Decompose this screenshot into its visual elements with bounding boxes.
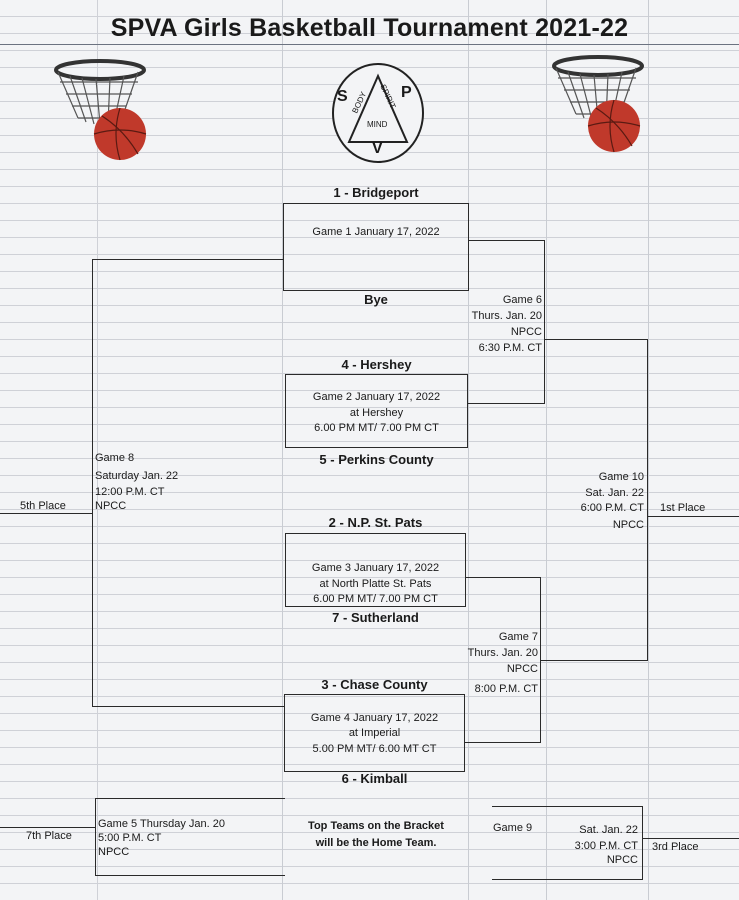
game-3-location: at North Platte St. Pats <box>319 578 432 590</box>
bracket-line <box>95 798 285 799</box>
game-1-box <box>283 203 469 291</box>
game-4-date: Game 4 January 17, 2022 <box>310 712 439 724</box>
bracket-line <box>541 660 648 661</box>
place-line <box>648 516 739 517</box>
game-2-time: 6.00 PM MT/ 7.00 PM CT <box>314 422 439 434</box>
game-10-date: Sat. Jan. 22 <box>585 487 644 499</box>
team-1-bridgeport: 1 - Bridgeport <box>333 185 419 200</box>
bracket-line <box>647 339 648 661</box>
title-underline <box>0 44 739 45</box>
grid-column-line <box>468 0 469 900</box>
game-9-time: 3:00 P.M. CT <box>574 840 638 852</box>
seventh-place-label: 7th Place <box>26 830 72 842</box>
game-10-label: Game 10 <box>598 471 644 483</box>
game-2-box <box>285 374 468 448</box>
game-8-date: Saturday Jan. 22 <box>95 470 179 482</box>
bracket-line <box>642 806 643 880</box>
team-4-hershey: 4 - Hershey <box>341 357 412 372</box>
game-4-time: 5.00 PM MT/ 6.00 MT CT <box>312 743 437 755</box>
game-4-box <box>284 694 465 772</box>
basketball-hoop-icon <box>54 59 147 161</box>
game-7-location: NPCC <box>506 663 538 675</box>
game-7-time: 8:00 P.M. CT <box>474 683 538 695</box>
grid-column-line <box>546 0 547 900</box>
bracket-line <box>95 798 96 876</box>
bracket-line <box>469 240 545 241</box>
bracket-line <box>92 259 283 260</box>
game-6-location: NPCC <box>510 326 542 338</box>
game-5-date: Game 5 Thursday Jan. 20 <box>98 818 225 830</box>
game-8-location: NPCC <box>95 500 127 512</box>
game-6-date: Thurs. Jan. 20 <box>471 310 542 322</box>
first-place-label: 1st Place <box>660 502 706 514</box>
game-3-box <box>285 533 466 607</box>
bracket-line <box>492 879 642 880</box>
grid-column-line <box>282 0 283 900</box>
game-10-location: NPCC <box>612 519 644 531</box>
game-8-label: Game 8 <box>95 452 135 464</box>
game-5-time: 5:00 P.M. CT <box>98 832 162 844</box>
bracket-line <box>492 806 642 807</box>
game-8-time: 12:00 P.M. CT <box>95 486 165 498</box>
game-9-date: Sat. Jan. 22 <box>579 824 638 836</box>
logo-word-mind: MIND <box>367 120 388 129</box>
place-line <box>0 513 92 514</box>
logo-letter-s: S <box>337 88 348 105</box>
game-10-time: 6:00 P.M. CT <box>580 502 644 514</box>
spva-logo: S P V BODY SPIRIT MIND <box>331 62 425 164</box>
bracket-line <box>544 240 545 404</box>
bracket-line <box>465 742 541 743</box>
game-1-label: Game 1 January 17, 2022 <box>312 226 440 238</box>
team-6-kimball: 6 - Kimball <box>341 771 408 786</box>
grid-column-line <box>648 0 649 900</box>
game-6-label: Game 6 <box>502 294 542 306</box>
logo-letter-v: V <box>372 140 383 157</box>
place-line <box>0 827 95 828</box>
team-3-chase-county: 3 - Chase County <box>321 677 428 692</box>
game-3-date: Game 3 January 17, 2022 <box>311 562 440 574</box>
game-3-time: 6.00 PM MT/ 7.00 PM CT <box>313 593 438 605</box>
game-2-date: Game 2 January 17, 2022 <box>312 391 441 403</box>
page-title: SPVA Girls Basketball Tournament 2021-22 <box>110 14 629 42</box>
game-6-time: 6:30 P.M. CT <box>478 342 542 354</box>
game-2-location: at Hershey <box>349 407 404 419</box>
game-4-location: at Imperial <box>348 727 401 739</box>
home-team-note-line-2: will be the Home Team. <box>315 837 437 849</box>
bracket-line <box>92 259 93 707</box>
bracket-line <box>540 577 541 743</box>
game-9-label: Game 9 <box>493 822 533 834</box>
third-place-label: 3rd Place <box>652 841 699 853</box>
team-5-perkins-county: 5 - Perkins County <box>319 452 434 467</box>
bracket-line <box>468 403 545 404</box>
place-line <box>642 838 739 839</box>
bracket-line <box>95 875 285 876</box>
game-5-location: NPCC <box>98 846 130 858</box>
team-bye: Bye <box>364 292 388 307</box>
bracket-line <box>92 706 284 707</box>
bracket-line <box>466 577 541 578</box>
bracket-line <box>545 339 648 340</box>
team-7-sutherland: 7 - Sutherland <box>332 610 419 625</box>
home-team-note-line-1: Top Teams on the Bracket <box>308 820 444 832</box>
game-7-date: Thurs. Jan. 20 <box>467 647 538 659</box>
game-9-location: NPCC <box>606 854 638 866</box>
logo-letter-p: P <box>401 84 412 101</box>
team-2-np-st-pats: 2 - N.P. St. Pats <box>328 515 423 530</box>
basketball-hoop-icon <box>552 55 644 153</box>
game-7-label: Game 7 <box>498 631 538 643</box>
fifth-place-label: 5th Place <box>20 500 66 512</box>
